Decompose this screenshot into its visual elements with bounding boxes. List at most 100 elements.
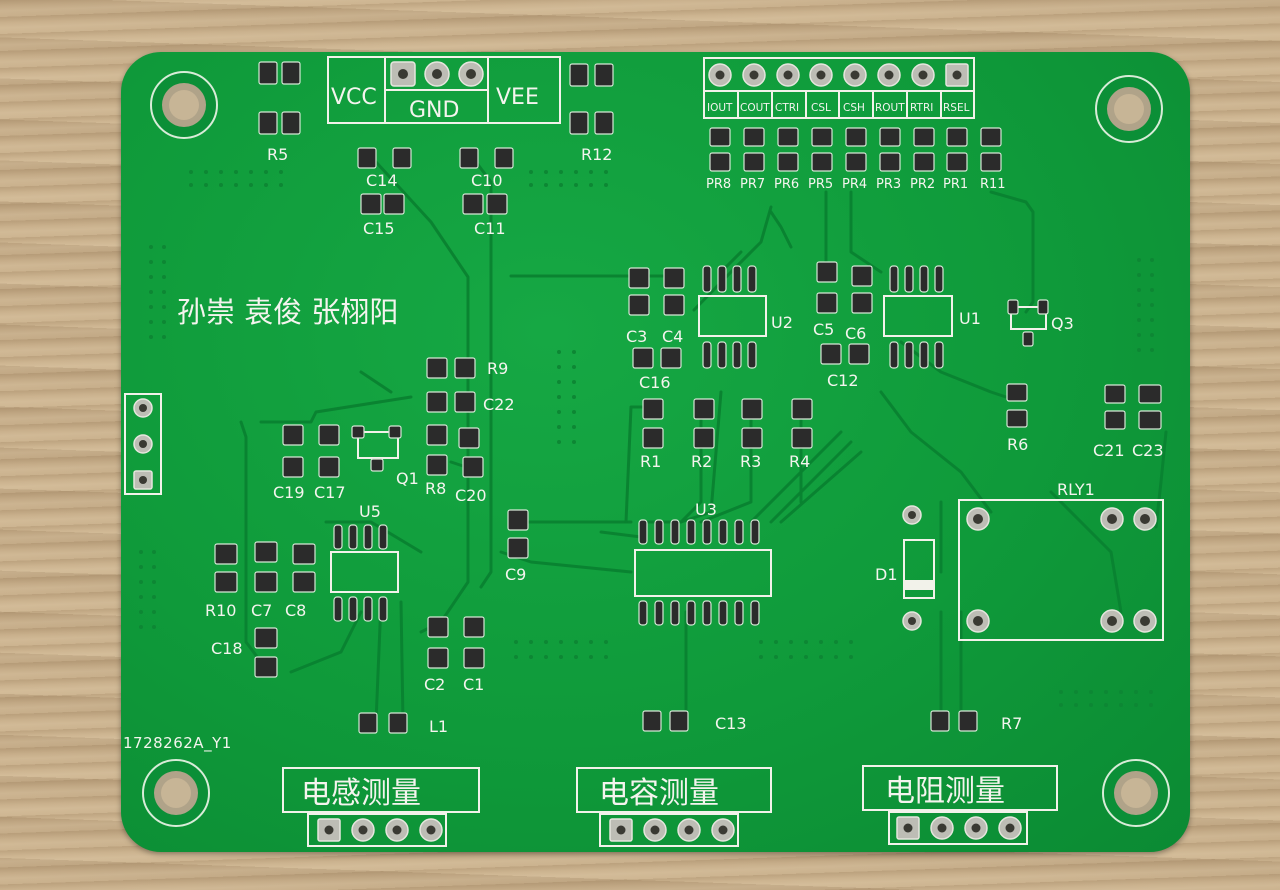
pcb-board: VCC GND VEE R5 R12 C14 C15 C10 C11: [121, 52, 1190, 852]
c1-label: C1: [463, 675, 484, 694]
board-id: 1728262A_Y1: [123, 734, 232, 753]
c8-label: C8: [285, 601, 306, 620]
r10-label: R10: [205, 601, 236, 620]
pr1-label: PR1: [943, 177, 968, 192]
u3-label: U3: [695, 500, 717, 519]
pr8-label: PR8: [706, 177, 731, 192]
r5-label: R5: [267, 145, 288, 164]
q1-cluster: C19 C17 Q1 R8 C20: [273, 424, 487, 505]
signal-label-ctri: CTRI: [775, 102, 799, 114]
u1-label: U1: [959, 309, 981, 328]
pr3-label: PR3: [876, 177, 901, 192]
mounting-holes: [142, 71, 1170, 827]
capacitors-c14-c15: C14 C15: [357, 147, 412, 238]
u2-label: U2: [771, 313, 793, 332]
c5-label: C5: [813, 320, 834, 339]
pr6-label: PR6: [774, 177, 799, 192]
resistor-r6: R6: [1006, 383, 1028, 454]
capacitors-c2-c1: C2 C1: [424, 616, 485, 694]
c3-label: C3: [626, 327, 647, 346]
c15-label: C15: [363, 219, 395, 238]
c9-label: C9: [505, 565, 526, 584]
c10-label: C10: [471, 171, 503, 190]
gnd-label: GND: [409, 98, 459, 123]
resistor-r7: R7: [930, 710, 1022, 733]
relay-rly1: RLY1: [958, 480, 1164, 641]
via-grid: [139, 170, 1154, 707]
signal-label-csl: CSL: [811, 102, 831, 114]
connector-capacitance: 电容测量: [576, 767, 772, 847]
u5-label: U5: [359, 502, 381, 521]
resistor-r5: R5: [258, 61, 301, 164]
c13-label: C13: [715, 714, 747, 733]
author-names: 孙崇 袁俊 张栩阳: [177, 295, 398, 329]
connector-inductance: 电感测量: [282, 767, 480, 847]
resistance-label: 电阻测量: [885, 774, 1005, 809]
r4-label: R4: [789, 452, 810, 471]
inductor-l1: L1: [358, 712, 448, 736]
signal-label-iout: IOUT: [707, 102, 733, 114]
pr7-label: PR7: [740, 177, 765, 192]
capacitor-c9: C9: [505, 509, 529, 584]
c23-label: C23: [1132, 441, 1164, 460]
r9-label: R9: [487, 359, 508, 378]
transistor-q3: Q3: [1007, 299, 1074, 347]
capacitors-c10-c11: C10 C11: [459, 147, 514, 238]
capacitance-label: 电容测量: [599, 776, 719, 811]
c4-label: C4: [662, 327, 683, 346]
signal-label-csh: CSH: [843, 102, 865, 114]
q1-label: Q1: [396, 469, 419, 488]
c20-label: C20: [455, 486, 487, 505]
resistors-r1-r4: R1 R2 R3 R4: [640, 398, 813, 471]
u5-passives: R10 C7 C8 C18: [205, 541, 316, 678]
c2-label: C2: [424, 675, 445, 694]
c6-label: C6: [845, 324, 866, 343]
ic-u3: U3: [634, 500, 772, 626]
d1-label: D1: [875, 565, 898, 584]
r11-label: R11: [980, 177, 1006, 192]
c7-label: C7: [251, 601, 272, 620]
resistor-r9: R9: [426, 357, 508, 379]
pcb-artwork: VCC GND VEE R5 R12 C14 C15 C10 C11: [123, 56, 1170, 847]
pr4-label: PR4: [842, 177, 867, 192]
capacitor-c22: C22: [426, 391, 515, 414]
vcc-label: VCC: [331, 85, 377, 110]
signal-label-rout: ROUT: [875, 102, 905, 114]
ic-u5: U5: [330, 502, 399, 622]
signal-label-cout: COUT: [740, 102, 770, 114]
capacitors-c21-c23: C21 C23: [1093, 384, 1164, 460]
connector-resistance: 电阻测量: [862, 765, 1058, 845]
inductance-label: 电感测量: [301, 776, 421, 811]
signal-label-rtri: RTRI: [910, 102, 933, 114]
r2-label: R2: [691, 452, 712, 471]
opamp-u1: C5 C6 C12 U1: [813, 261, 981, 390]
opamp-u2: C3 C4 C16 U2: [626, 265, 793, 392]
resistor-r12: R12: [569, 63, 614, 164]
l1-label: L1: [429, 717, 448, 736]
c17-label: C17: [314, 483, 346, 502]
q3-label: Q3: [1051, 314, 1074, 333]
pr-resistor-array: PR8 PR7 PR6 PR5 PR4 PR3 PR2 PR1 R11: [706, 127, 1006, 192]
c14-label: C14: [366, 171, 398, 190]
c19-label: C19: [273, 483, 305, 502]
c22-label: C22: [483, 395, 515, 414]
pr2-label: PR2: [910, 177, 935, 192]
left-header: [124, 393, 162, 495]
diode-d1: D1: [875, 505, 935, 631]
vee-label: VEE: [496, 85, 539, 110]
signal-header: IOUT COUT CTRI CSL CSH ROUT RTRI RSEL: [703, 57, 975, 119]
c12-label: C12: [827, 371, 859, 390]
r7-label: R7: [1001, 714, 1022, 733]
c11-label: C11: [474, 219, 506, 238]
r6-label: R6: [1007, 435, 1028, 454]
c21-label: C21: [1093, 441, 1125, 460]
r12-label: R12: [581, 145, 612, 164]
pr5-label: PR5: [808, 177, 833, 192]
rly1-label: RLY1: [1057, 480, 1095, 499]
c16-label: C16: [639, 373, 671, 392]
power-header: VCC GND VEE: [327, 56, 561, 124]
r1-label: R1: [640, 452, 661, 471]
signal-label-rsel: RSEL: [943, 102, 970, 114]
c18-label: C18: [211, 639, 243, 658]
r8-label: R8: [425, 479, 446, 498]
